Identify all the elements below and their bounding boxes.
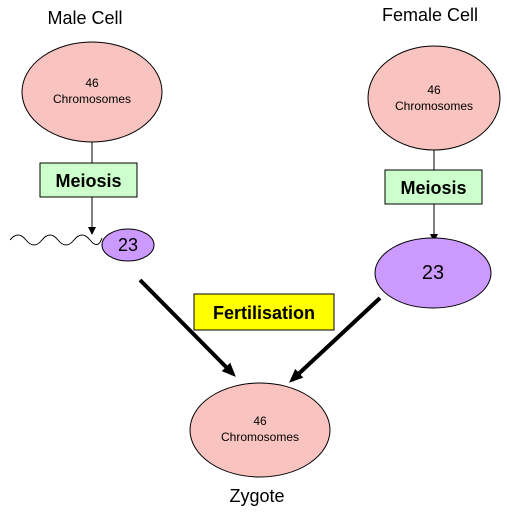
female-meiosis-label: Meiosis: [400, 178, 466, 198]
fertilisation-label: Fertilisation: [213, 303, 315, 323]
female-meiosis-box: Meiosis: [384, 169, 483, 205]
male-meiosis-box: Meiosis: [39, 162, 138, 198]
zygote-unit: Chromosomes: [221, 430, 299, 444]
female-parent-count: 46: [427, 83, 441, 97]
male-meiosis-label: Meiosis: [55, 171, 121, 191]
male-cell-heading: Male Cell: [47, 8, 122, 28]
egg-cell: 23: [374, 237, 492, 309]
male-parent-unit: Chromosomes: [53, 92, 131, 106]
zygote-heading: Zygote: [229, 486, 284, 506]
sperm-count: 23: [118, 235, 138, 255]
male-parent-cell: 46 Chromosomes: [21, 41, 163, 143]
female-parent-cell: 46 Chromosomes: [367, 45, 501, 151]
female-parent-unit: Chromosomes: [395, 99, 473, 113]
sperm-cell: 23: [9, 228, 155, 262]
egg-count: 23: [422, 262, 444, 284]
female-cell-heading: Female Cell: [382, 5, 478, 25]
sperm-to-zygote-arrow: [138, 278, 236, 377]
sperm-tail: [9, 234, 103, 246]
zygote-count: 46: [253, 414, 267, 428]
fertilisation-box: Fertilisation: [193, 293, 335, 331]
male-parent-count: 46: [85, 76, 99, 90]
egg-to-zygote-arrow: [289, 296, 382, 383]
zygote-cell: 46 Chromosomes: [189, 382, 331, 478]
